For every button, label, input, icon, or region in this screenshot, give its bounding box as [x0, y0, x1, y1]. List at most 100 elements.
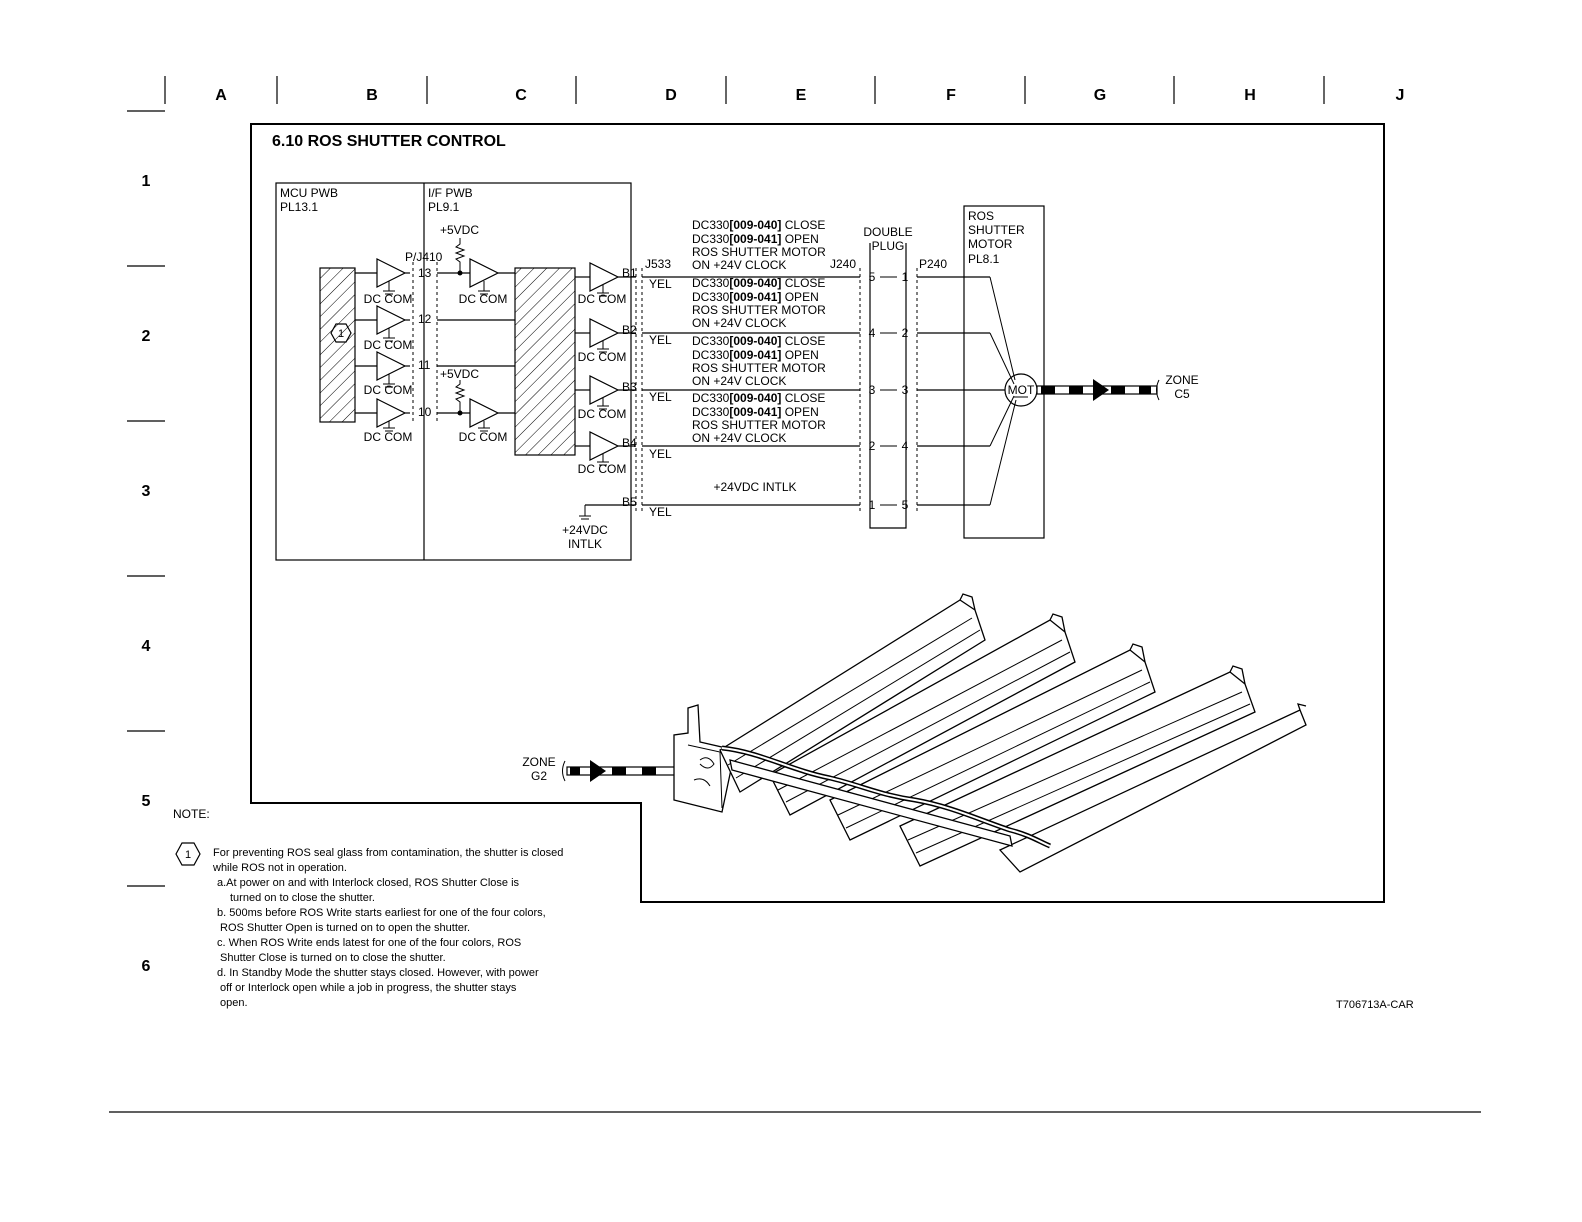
wire-color-yel: YEL — [649, 277, 672, 291]
j533-label: J533 — [645, 257, 671, 271]
motor-board-label: SHUTTER — [968, 223, 1025, 237]
row-label-6: 6 — [142, 958, 151, 975]
j533-pin-b1: B1 — [622, 266, 637, 280]
note-line: Shutter Close is turned on to close the … — [220, 952, 446, 964]
svg-text:ON +24V CLOCK: ON +24V CLOCK — [692, 258, 786, 272]
svg-text:ROS SHUTTER MOTOR: ROS SHUTTER MOTOR — [692, 245, 826, 259]
column-label-e: E — [796, 87, 807, 104]
wire-color-yel: YEL — [649, 333, 672, 347]
intlk-line-label: +24VDC INTLK — [713, 480, 796, 494]
zone-g2-harness: ZONE G2 — [522, 755, 676, 783]
svg-text:ROS SHUTTER MOTOR: ROS SHUTTER MOTOR — [692, 418, 826, 432]
pj410-pin-10: 10 — [418, 405, 432, 419]
j533-pin-b4: B4 — [622, 436, 637, 450]
row-label-3: 3 — [142, 483, 151, 500]
note-marker-on-chip: 1 — [338, 328, 344, 340]
motor-board-label: ROS — [968, 209, 994, 223]
supply-5vdc-label: +5VDC — [440, 367, 479, 381]
if-pwb-pl: PL9.1 — [428, 200, 460, 214]
note-line: open. — [220, 997, 248, 1009]
dc-com-label: DC COM — [459, 430, 508, 444]
wire-color-yel: YEL — [649, 390, 672, 404]
dc-com-label: DC COM — [364, 383, 413, 397]
if-pwb-label: I/F PWB — [428, 186, 473, 200]
svg-text:ON +24V CLOCK: ON +24V CLOCK — [692, 431, 786, 445]
dc-com-label: DC COM — [459, 292, 508, 306]
plug-pin-right: 4 — [902, 439, 909, 453]
column-label-a: A — [215, 87, 227, 104]
note-line: ROS Shutter Open is turned on to open th… — [220, 922, 470, 934]
double-plug-label: DOUBLE — [863, 225, 912, 239]
svg-text:DC330[009-040] CLOSE: DC330[009-040] CLOSE — [692, 276, 825, 290]
dc-com-label: DC COM — [578, 292, 627, 306]
svg-text:ON +24V CLOCK: ON +24V CLOCK — [692, 374, 786, 388]
note-heading: NOTE: — [173, 807, 210, 821]
if-output-drivers: DC COM DC COM DC COM DC COM +24VDC INTLK — [562, 262, 636, 551]
plug-pin-left: 1 — [869, 498, 876, 512]
double-plug-label: PLUG — [872, 239, 905, 253]
row-label-4: 4 — [142, 638, 151, 655]
svg-text:DC330[009-040] CLOSE: DC330[009-040] CLOSE — [692, 218, 825, 232]
svg-text:DC330[009-041] OPEN: DC330[009-041] OPEN — [692, 232, 819, 246]
svg-text:ROS SHUTTER MOTOR: ROS SHUTTER MOTOR — [692, 361, 826, 375]
row-label-2: 2 — [142, 328, 151, 345]
plug-pin-left: 4 — [869, 326, 876, 340]
j240-label: J240 — [830, 257, 856, 271]
if-chip — [514, 267, 576, 456]
signal-text-block-2: DC330[009-040] CLOSE DC330[009-041] OPEN… — [692, 276, 826, 330]
plug-pin-right: 5 — [902, 498, 909, 512]
mcu-pwb-pl: PL13.1 — [280, 200, 318, 214]
pj410-pin-12: 12 — [418, 312, 432, 326]
note-line: For preventing ROS seal glass from conta… — [213, 847, 563, 859]
note-marker: 1 — [185, 849, 191, 861]
motor-board-label: PL8.1 — [968, 252, 1000, 266]
pj410-connector: P/J410 13 12 11 10 — [405, 250, 443, 422]
dc-com-label: DC COM — [578, 462, 627, 476]
svg-text:ROS SHUTTER MOTOR: ROS SHUTTER MOTOR — [692, 303, 826, 317]
dc-com-label: DC COM — [364, 338, 413, 352]
dc-com-label: DC COM — [578, 407, 627, 421]
note-line: off or Interlock open while a job in pro… — [220, 982, 517, 994]
figure-id: T706713A-CAR — [1336, 999, 1414, 1011]
signal-text-block-1: DC330[009-040] CLOSE DC330[009-041] OPEN… — [692, 218, 826, 272]
dc-com-label: DC COM — [364, 430, 413, 444]
diagram-title: 6.10 ROS SHUTTER CONTROL — [272, 133, 506, 150]
j533-pin-b3: B3 — [622, 380, 637, 394]
svg-text:ON +24V CLOCK: ON +24V CLOCK — [692, 316, 786, 330]
signal-text-block-3: DC330[009-040] CLOSE DC330[009-041] OPEN… — [692, 334, 826, 388]
row-label-1: 1 — [142, 173, 151, 190]
plug-pin-left: 3 — [869, 383, 876, 397]
svg-text:DC330[009-040] CLOSE: DC330[009-040] CLOSE — [692, 334, 825, 348]
svg-text:DC330[009-041] OPEN: DC330[009-041] OPEN — [692, 405, 819, 419]
j533-connector: J533 B1 B2 B3 B4 B5 YEL YEL YEL YEL YEL — [622, 257, 672, 519]
plug-pin-left: 5 — [869, 270, 876, 284]
p240-label: P240 — [919, 257, 947, 271]
svg-text:DC330[009-041] OPEN: DC330[009-041] OPEN — [692, 290, 819, 304]
pj410-pin-11: 11 — [418, 358, 431, 372]
column-label-c: C — [515, 87, 527, 104]
zone-g2-label: ZONE — [522, 755, 555, 769]
plug-pin-left: 2 — [869, 439, 876, 453]
zone-g2-label: G2 — [531, 769, 547, 783]
mcu-buffers: DC COM DC COM DC COM DC COM — [355, 258, 413, 444]
column-label-b: B — [366, 87, 378, 104]
column-label-d: D — [665, 87, 677, 104]
motor-board-label: MOTOR — [968, 237, 1013, 251]
dc-com-label: DC COM — [364, 292, 413, 306]
motor-symbol-label: MOT — [1008, 383, 1035, 397]
note-line: d. In Standby Mode the shutter stays clo… — [217, 967, 539, 979]
double-plug-pins: 5 1 4 2 3 3 2 4 1 5 — [869, 270, 909, 512]
note-line: turned on to close the shutter. — [230, 892, 375, 904]
column-label-h: H — [1244, 87, 1256, 104]
note-line: a.At power on and with Interlock closed,… — [217, 877, 520, 889]
wire-color-yel: YEL — [649, 505, 672, 519]
intlk-ground-label: +24VDC — [562, 523, 608, 537]
mcu-chip — [319, 267, 356, 423]
plug-pin-right: 2 — [902, 326, 909, 340]
plug-pin-right: 1 — [902, 270, 909, 284]
ros-shutter-motor: ROS SHUTTER MOTOR PL8.1 MOT — [963, 205, 1045, 539]
plug-pin-right: 3 — [902, 383, 909, 397]
intlk-ground-label: INTLK — [568, 537, 602, 551]
ros-shutter-illustration — [673, 593, 1307, 873]
